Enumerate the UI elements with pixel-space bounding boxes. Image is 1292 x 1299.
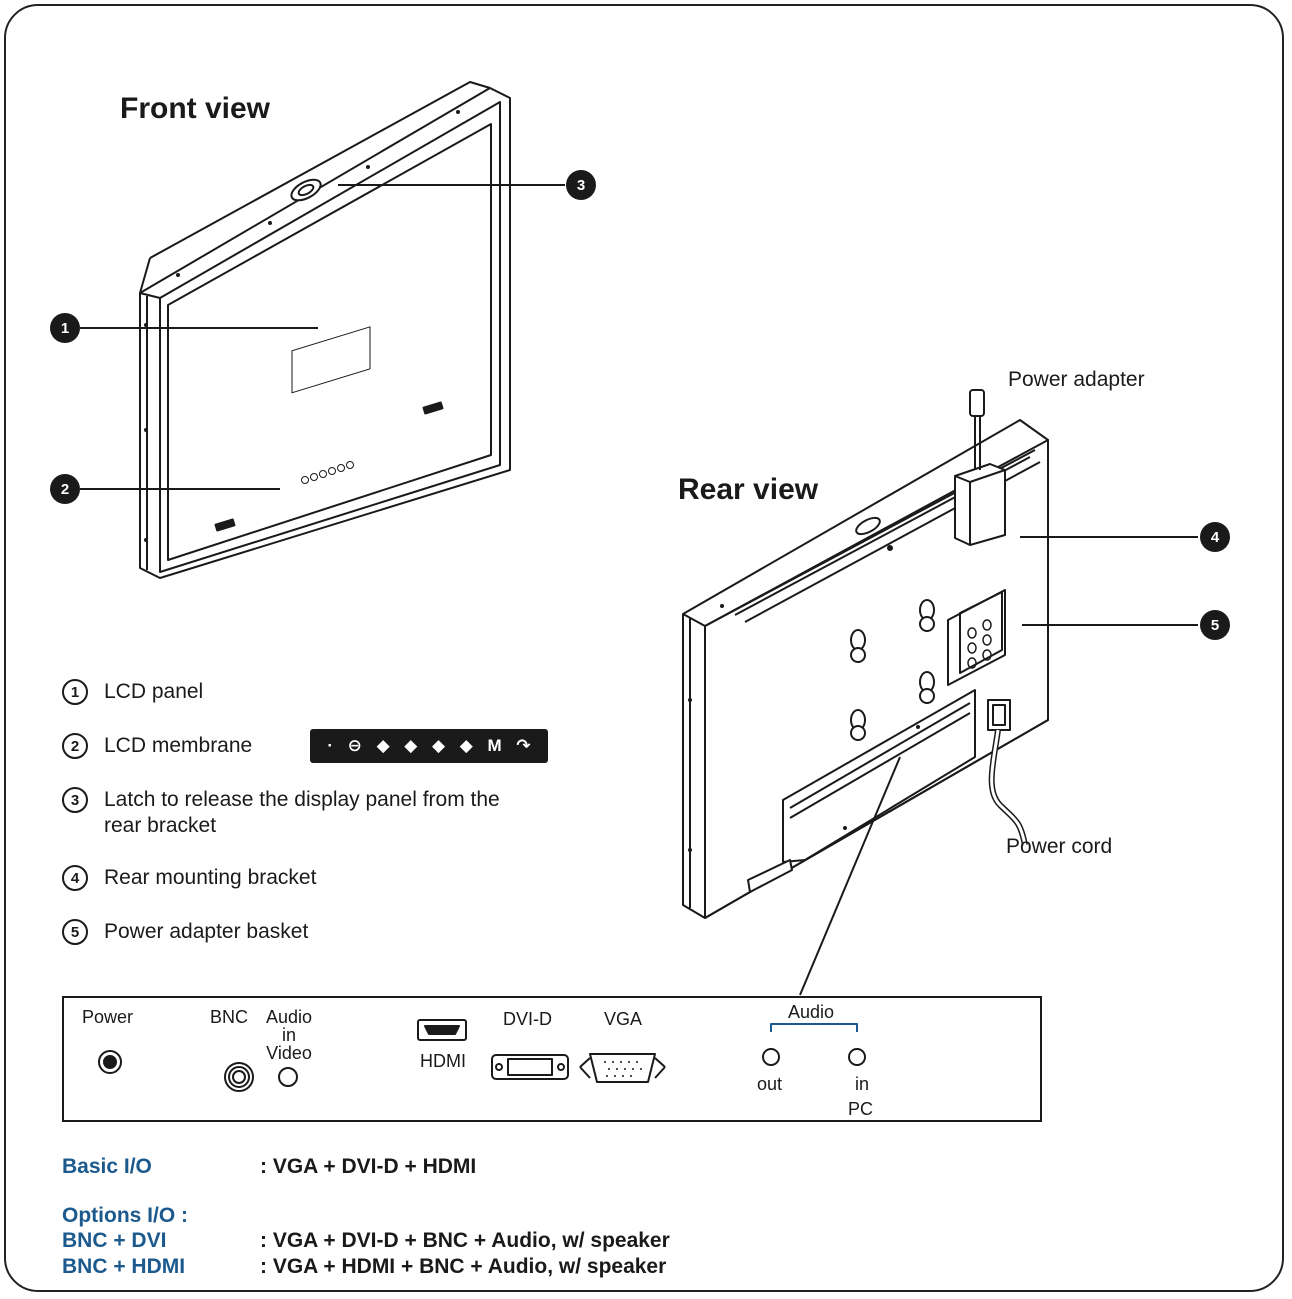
- io-audio-in-video-label: Audio in Video: [265, 1007, 313, 1063]
- legend-number: 5: [62, 919, 88, 945]
- legend-number: 2: [62, 733, 88, 759]
- membrane-key: ◆: [459, 736, 473, 755]
- membrane-key: ⊖: [347, 736, 362, 755]
- legend-text: Power adapter basket: [104, 920, 309, 943]
- rear-monitor-drawing: [682, 389, 1198, 996]
- bnc-hdmi-value: : VGA + HDMI + BNC + Audio, w/ speaker: [260, 1255, 667, 1278]
- callout-4: 4: [1200, 522, 1230, 552]
- legend-text-line2: rear bracket: [104, 814, 217, 837]
- io-hdmi-label: HDMI: [420, 1051, 466, 1071]
- legend-item-lcd-panel: 1 LCD panel: [62, 679, 203, 705]
- legend-item-adapter-basket: 5 Power adapter basket: [62, 919, 308, 945]
- legend-item-rear-bracket: 4 Rear mounting bracket: [62, 865, 316, 891]
- io-vga-label: VGA: [604, 1009, 643, 1029]
- io-power-label: Power: [82, 1007, 134, 1027]
- legend-number: 4: [62, 865, 88, 891]
- rear-view-title: Rear view: [678, 473, 819, 506]
- legend-text: LCD membrane: [104, 734, 253, 757]
- front-view-title: Front view: [120, 92, 271, 125]
- io-panel: [62, 996, 1042, 1122]
- legend-text: Latch to release the display panel from …: [104, 788, 500, 811]
- legend-number: 1: [62, 679, 88, 705]
- membrane-key: ◆: [376, 736, 390, 755]
- power-cord-label: Power cord: [1006, 835, 1113, 858]
- membrane-key: ◆: [404, 736, 418, 755]
- callout-3: 3: [566, 170, 596, 200]
- membrane-key: M: [487, 736, 502, 755]
- callout-2: 2: [50, 474, 80, 504]
- basic-io-value: : VGA + DVI-D + HDMI: [260, 1155, 477, 1178]
- power-adapter-label: Power adapter: [1008, 368, 1145, 391]
- bnc-hdmi-label: BNC + HDMI: [62, 1255, 186, 1278]
- io-pc-label: PC: [848, 1099, 874, 1119]
- membrane-key: ◆: [432, 736, 446, 755]
- io-connectors-drawing: [98, 1019, 866, 1092]
- io-audio-label: Audio: [788, 1002, 835, 1022]
- legend-number: 3: [62, 787, 88, 813]
- legend-item-lcd-membrane: 2 LCD membrane: [62, 733, 252, 759]
- bnc-dvi-value: : VGA + DVI-D + BNC + Audio, w/ speaker: [260, 1229, 670, 1252]
- diagram-frame: [4, 4, 1284, 1292]
- callout-5: 5: [1200, 610, 1230, 640]
- legend-text: LCD panel: [104, 680, 204, 703]
- callout-1: 1: [50, 313, 80, 343]
- legend-item-latch: 3 Latch to release the display panel fro…: [62, 787, 500, 839]
- vga-pin-dots: [604, 1061, 642, 1077]
- options-io-label: Options I/O :: [62, 1204, 188, 1227]
- bnc-dvi-label: BNC + DVI: [62, 1229, 167, 1252]
- front-monitor-drawing: [80, 81, 565, 579]
- membrane-key: ·: [327, 736, 333, 755]
- membrane-keypad: · ⊖ ◆ ◆ ◆ ◆ M ↷: [310, 729, 548, 763]
- io-audio-out-label: out: [757, 1074, 783, 1094]
- membrane-key: ↷: [516, 736, 531, 755]
- io-dvi-label: DVI-D: [503, 1009, 552, 1029]
- basic-io-label: Basic I/O: [62, 1155, 152, 1178]
- legend-text: Rear mounting bracket: [104, 866, 317, 889]
- io-bnc-label: BNC: [210, 1007, 249, 1027]
- io-audio-in-label: in: [855, 1074, 870, 1094]
